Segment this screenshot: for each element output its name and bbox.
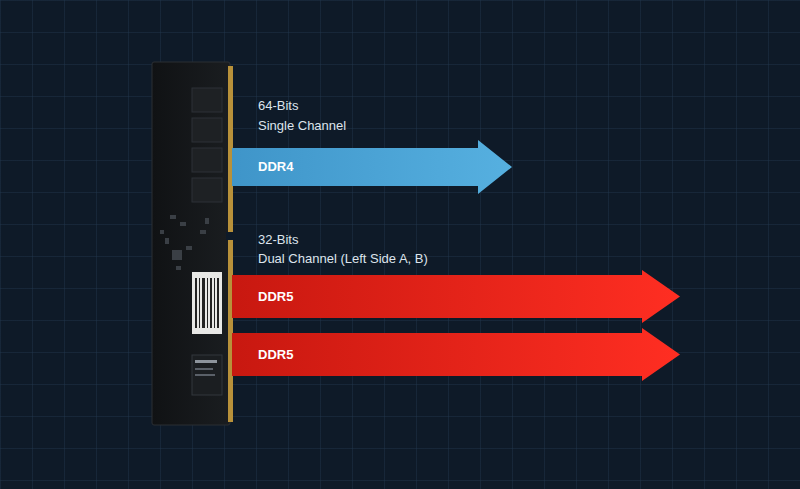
arrow-shape: DDR5 — [232, 328, 680, 381]
channel-label: Dual Channel (Left Side A, B) — [258, 251, 428, 267]
arrow-shape: DDR4 — [232, 140, 512, 194]
channel-label: 32-Bits — [258, 232, 298, 248]
memory-type-label: DDR5 — [258, 289, 293, 305]
arrow-outline — [232, 328, 680, 381]
memory-type-label: DDR5 — [258, 347, 293, 363]
channel-label: Single Channel — [258, 118, 346, 134]
arrow-outline — [232, 270, 680, 323]
channel-label: 64-Bits — [258, 98, 298, 114]
memory-type-label: DDR4 — [258, 159, 293, 175]
arrow-shape: DDR5 — [232, 270, 680, 323]
